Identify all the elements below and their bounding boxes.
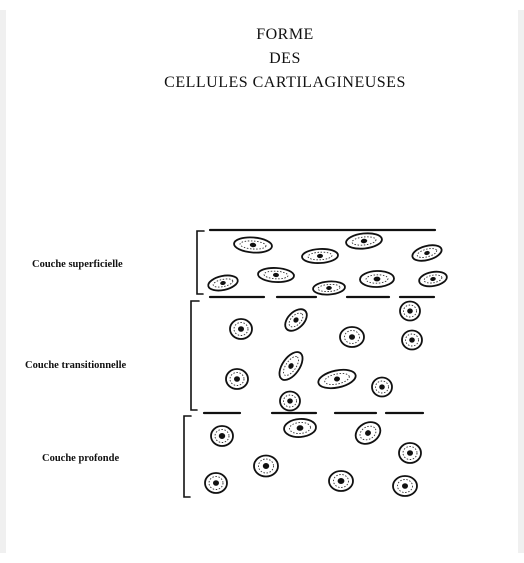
cells-transitionnelle [225, 300, 423, 412]
cell [399, 300, 421, 322]
cell [392, 475, 418, 497]
bracket-profonde [183, 415, 192, 498]
cell [225, 368, 249, 390]
title-line-3: CELLULES CARTILAGINEUSES [164, 74, 406, 91]
cells-profonde [204, 418, 422, 497]
cell [398, 442, 422, 464]
cell [229, 318, 253, 340]
label-couche-profonde: Couche profonde [42, 453, 120, 464]
cell [401, 329, 423, 351]
label-couche-superficielle: Couche superficielle [32, 259, 123, 270]
cell [312, 280, 346, 296]
cell [354, 421, 382, 445]
cell [371, 376, 393, 398]
title-line-1: FORME [256, 26, 314, 43]
cell [283, 418, 317, 438]
bracket-transitionnelle [190, 300, 200, 411]
cell [328, 470, 354, 492]
cell [279, 390, 301, 412]
cell [359, 270, 395, 288]
cell [411, 244, 443, 262]
page-edge-right [518, 10, 524, 553]
cell [345, 232, 383, 250]
bracket-superficielle [196, 230, 205, 295]
cell [253, 454, 279, 478]
cell [278, 351, 304, 381]
cell [317, 368, 357, 390]
cell [301, 248, 339, 264]
cell [339, 326, 365, 348]
cell [418, 270, 448, 288]
cell [207, 274, 239, 292]
cell [210, 425, 234, 447]
cell [284, 308, 308, 332]
title-line-2: DES [269, 50, 301, 67]
cell [257, 267, 295, 283]
cell [233, 236, 273, 254]
page-edge-left [0, 10, 6, 553]
label-couche-transitionnelle: Couche transitionnelle [25, 360, 127, 371]
cells-superficielle [207, 232, 448, 296]
cell [204, 472, 228, 494]
